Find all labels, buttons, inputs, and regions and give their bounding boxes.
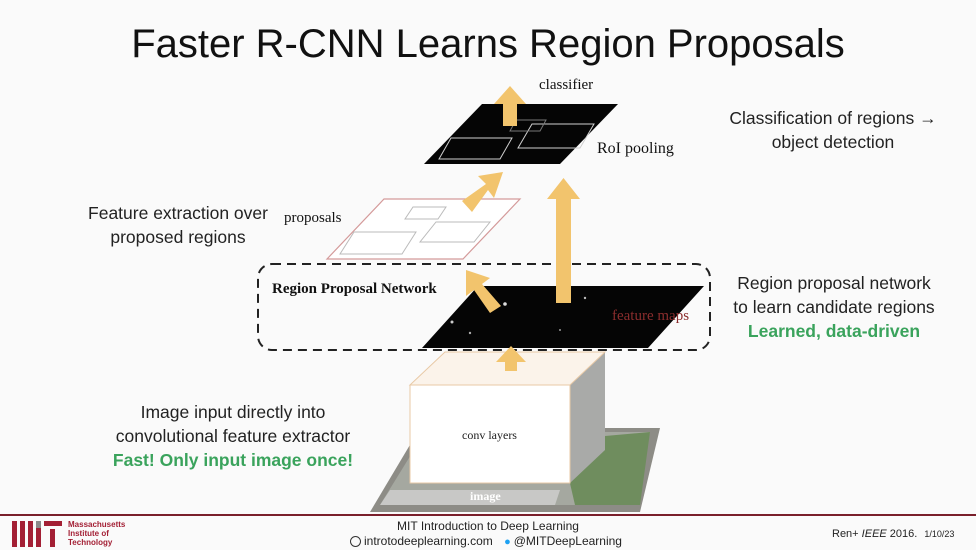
mit-logo-mark	[12, 521, 62, 547]
roi-pooling-label: RoI pooling	[597, 140, 674, 157]
arrows	[462, 86, 580, 371]
conv-layers-box	[408, 351, 607, 484]
note-classification-line2: object detection	[771, 132, 895, 152]
rpn-dashed-box	[257, 263, 711, 351]
classifier-label: classifier	[539, 77, 594, 93]
slide-title: Faster R-CNN Learns Region Proposals	[131, 22, 845, 66]
arrow-features-to-roi	[547, 178, 580, 303]
citation: Ren+ IEEE 2016. 1/10/23	[832, 528, 954, 540]
arrow-proposals-to-roi	[462, 172, 503, 212]
note-rpn-highlight: Learned, data-driven	[747, 321, 921, 341]
twitter-handle[interactable]: @MITDeepLearning	[513, 534, 622, 548]
note-input-highlight: Fast! Only input image once!	[112, 450, 354, 470]
note-classification-line1: Classification of regions →	[729, 108, 937, 128]
institution-line2: Institute of	[68, 529, 109, 538]
note-input-line2: convolutional feature extractor	[115, 426, 351, 446]
citation-venue: IEEE	[861, 528, 887, 540]
image-label: image	[470, 489, 501, 503]
conv-layers-label: conv layers	[462, 428, 517, 442]
note-classification: Classification of regions → object detec…	[700, 106, 966, 154]
rpn-label: Region Proposal Network	[272, 281, 437, 297]
institution-line3: Technology	[68, 538, 113, 547]
globe-icon	[350, 536, 361, 547]
mit-logo	[12, 521, 62, 547]
roi-pooling-plane	[424, 104, 618, 164]
note-rpn-line1: Region proposal network	[737, 273, 931, 293]
footer-links: introtodeeplearning.com ●@MITDeepLearnin…	[350, 534, 622, 548]
note-input: Image input directly into convolutional …	[88, 400, 378, 472]
proposals-plane	[325, 198, 522, 260]
note-feature-extraction-line1: Feature extraction over	[88, 203, 268, 223]
twitter-icon: ●	[504, 536, 511, 548]
arrow-conv-to-features	[496, 346, 526, 371]
note-input-line1: Image input directly into	[140, 402, 326, 422]
citation-year: 2016.	[886, 528, 918, 540]
institution-name: Massachusetts Institute of Technology	[68, 520, 125, 547]
citation-prefix: Ren+	[832, 528, 862, 540]
arrow-features-to-proposals	[466, 270, 501, 313]
proposals-label: proposals	[284, 210, 342, 226]
institution-line1: Massachusetts	[68, 520, 126, 529]
feature-maps-label: feature maps	[612, 308, 690, 324]
note-feature-extraction-line2: proposed regions	[110, 227, 246, 247]
arrow-roi-to-classifier	[494, 86, 526, 126]
footer: Massachusetts Institute of Technology MI…	[0, 514, 976, 550]
note-rpn-line2: to learn candidate regions	[733, 297, 935, 317]
note-rpn: Region proposal network to learn candida…	[714, 271, 954, 343]
note-feature-extraction: Feature extraction over proposed regions	[60, 201, 296, 249]
course-name: MIT Introduction to Deep Learning	[397, 519, 579, 533]
slide-date: 1/10/23	[924, 529, 955, 539]
website-link[interactable]: introtodeeplearning.com	[364, 534, 493, 548]
